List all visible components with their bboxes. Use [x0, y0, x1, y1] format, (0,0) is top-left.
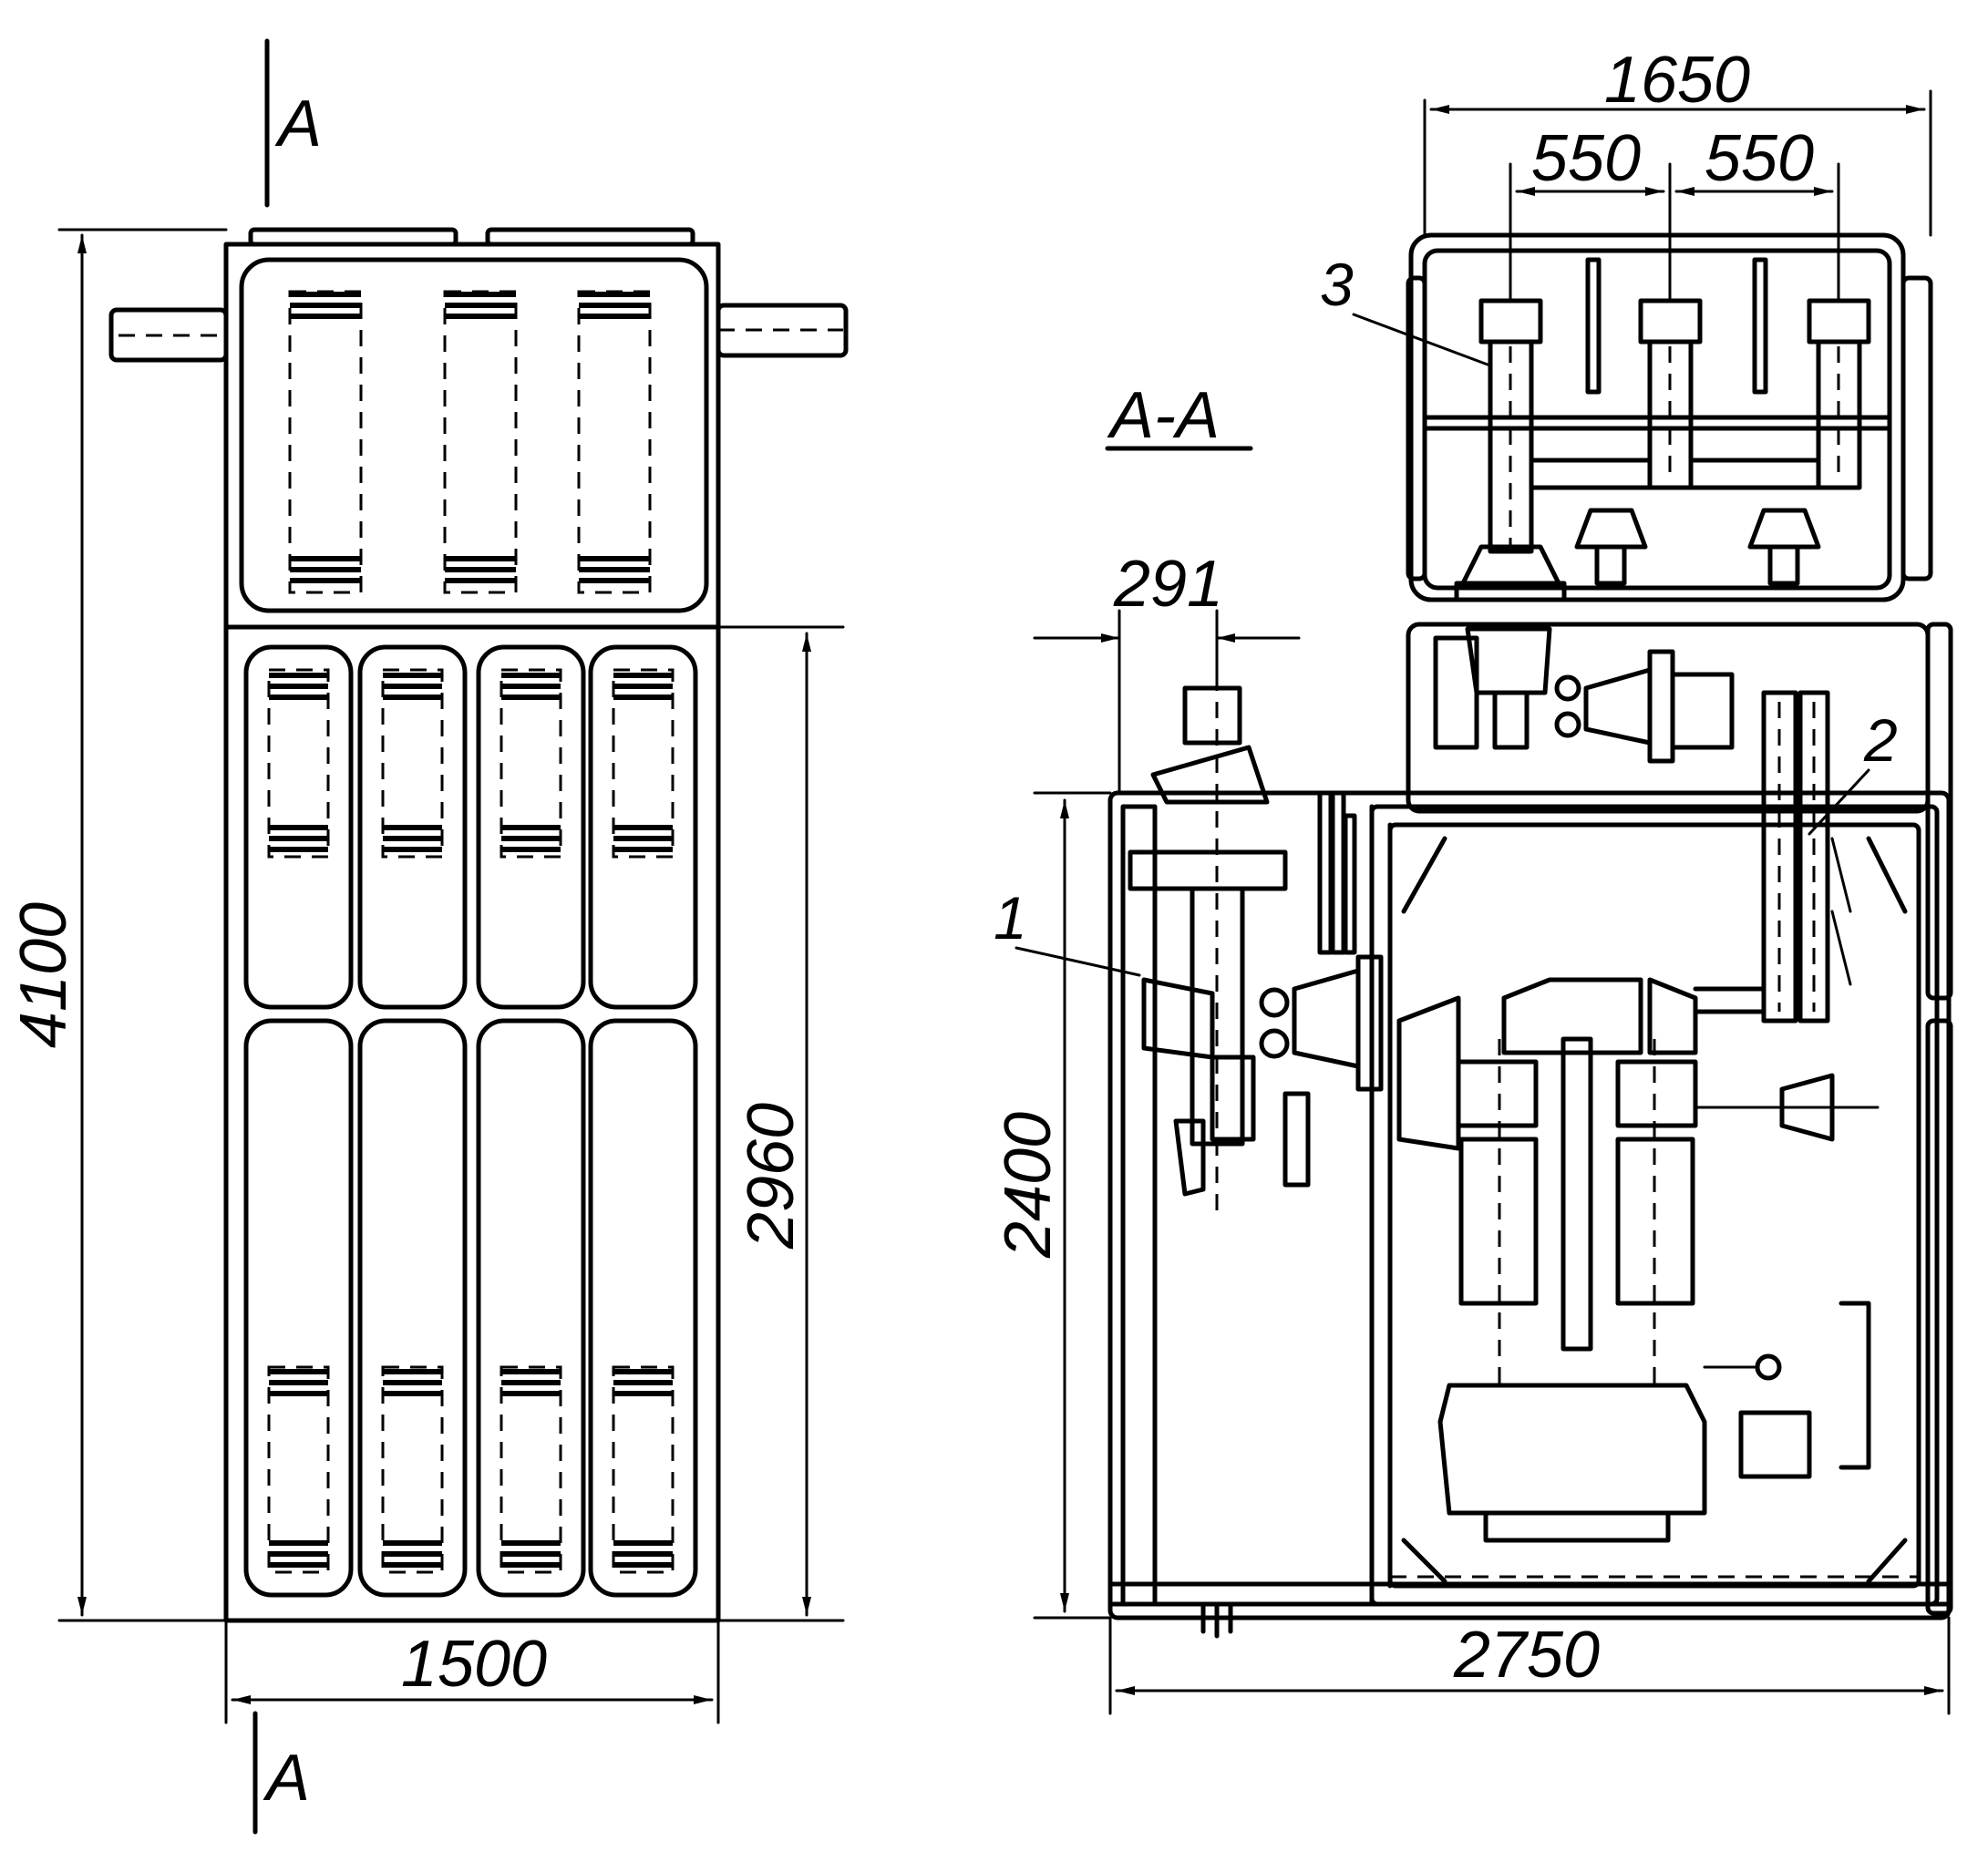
dim-height-lower: 2960: [735, 1103, 808, 1250]
lower-cells: [243, 1018, 698, 1598]
top-plate-left: [248, 227, 458, 247]
bus-stub-left: [108, 307, 229, 363]
top-plate-right: [485, 227, 695, 247]
section-title: A-A: [1107, 379, 1220, 452]
callout-1: 1: [994, 884, 1027, 952]
dim-width-upper: 1650: [1604, 44, 1750, 117]
callout-2: 2: [1863, 706, 1898, 774]
section-view: A-A: [992, 44, 1953, 1715]
dim-width-total: 2750: [1453, 1619, 1600, 1692]
switch-assembly-1: [1128, 674, 1384, 1221]
plan-view: A A: [7, 38, 849, 1835]
section-mark-bottom: A: [263, 1742, 310, 1815]
middle-cells: [243, 644, 698, 1010]
dim-offset: 291: [1113, 548, 1223, 621]
section-mark-top: A: [274, 87, 322, 160]
dim-width: 1500: [401, 1628, 547, 1701]
bus-connectors: [1478, 257, 1871, 554]
dim-spacing-left: 550: [1531, 122, 1641, 195]
insulators-upper: [1454, 508, 1821, 602]
plan-outline: [223, 242, 721, 1623]
dim-height: 2400: [992, 1112, 1065, 1259]
base-frame: [1107, 1581, 1952, 1607]
breaker-assembly-2: [1396, 690, 1880, 1543]
upper-breakers: [288, 290, 652, 594]
dim-height-total: 4100: [7, 902, 80, 1048]
dim-spacing-right: 550: [1705, 122, 1814, 195]
main-cabinet: [1107, 790, 1952, 1620]
upper-compartment: [239, 257, 709, 613]
callout-3: 3: [1320, 251, 1354, 318]
